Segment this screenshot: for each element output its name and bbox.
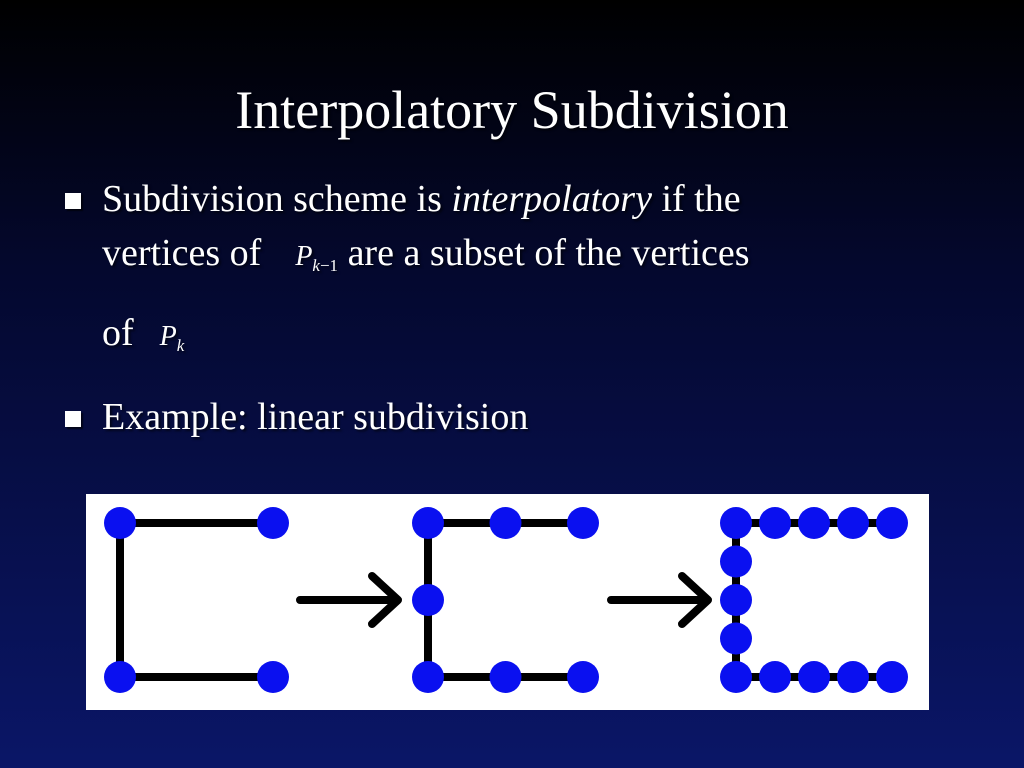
math-p-k-minus-1: Pk−1: [295, 241, 339, 275]
arrow-right-icon: [296, 572, 402, 628]
vertex-dot: [798, 661, 830, 693]
vertex-dot: [837, 661, 869, 693]
vertex-dot: [759, 661, 791, 693]
vertex-dot: [412, 507, 444, 539]
bullet-square-icon: [65, 411, 81, 427]
bullet-square-icon: [65, 193, 81, 209]
bullet-1-text-end: if the: [651, 178, 741, 220]
vertex-dot: [257, 507, 289, 539]
bullet-item-definition: Subdivision scheme is interpolatory if t…: [62, 172, 962, 386]
vertex-dot: [720, 545, 752, 578]
subdivision-figure: [86, 494, 929, 710]
vertex-dot: [720, 584, 752, 616]
math-p-k: Pk: [159, 321, 185, 355]
vertex-dot: [876, 661, 908, 693]
vertex-dot: [720, 622, 752, 655]
vertex-dot: [104, 661, 136, 693]
bullet-2-text: Example: linear subdivision: [102, 396, 529, 438]
bullet-1-line3-start: of: [102, 312, 134, 354]
bullet-1-line2-start: vertices of: [102, 232, 262, 274]
vertex-dot: [489, 507, 522, 539]
vertex-dot: [837, 507, 869, 539]
vertex-dot: [257, 661, 289, 693]
bullet-item-example: Example: linear subdivision: [62, 390, 962, 444]
shape-3-edges: [732, 519, 892, 681]
emphasis-interpolatory: interpolatory: [451, 178, 652, 220]
slide-title: Interpolatory Subdivision: [235, 80, 789, 140]
subdivision-diagram: [104, 507, 908, 693]
vertex-dot: [720, 661, 752, 693]
vertex-dot: [876, 507, 908, 539]
bullet-1-line2-end: are a subset of the vertices: [347, 232, 750, 274]
bullet-list: Subdivision scheme is interpolatory if t…: [62, 172, 962, 444]
vertex-dot: [759, 507, 791, 539]
bullet-1-text-start: Subdivision scheme is: [102, 178, 452, 220]
vertex-dot: [412, 661, 444, 693]
vertex-dot: [567, 661, 599, 693]
vertex-dot: [798, 507, 830, 539]
vertex-dot: [104, 507, 136, 539]
vertex-dot: [489, 661, 522, 693]
vertex-dot: [720, 507, 752, 539]
arrow-right-icon: [607, 572, 712, 628]
vertex-dot: [412, 584, 444, 616]
shape-1-edges: [116, 519, 273, 681]
shape-2-edges: [424, 519, 583, 681]
vertex-dot: [567, 507, 599, 539]
